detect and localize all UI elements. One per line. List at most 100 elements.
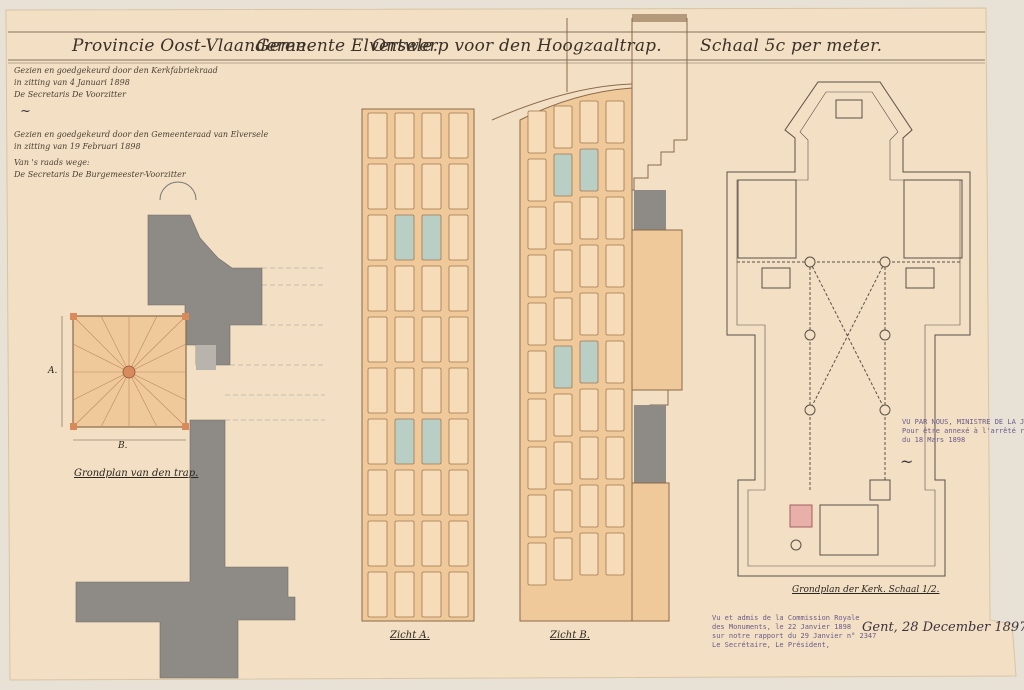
masonry-lower (75, 419, 296, 679)
wood-panel (448, 418, 469, 465)
elevation-a-caption: Zicht A. (390, 630, 430, 641)
wood-panel (579, 484, 599, 528)
wood-panel (448, 571, 469, 618)
wood-panel (448, 367, 469, 414)
wood-panel (394, 112, 415, 159)
wood-panel (605, 292, 625, 336)
stair-plan-drawing (61, 181, 325, 679)
header-province: Provincie Oost-Vlaanderen. (72, 36, 313, 56)
wood-panel (421, 316, 442, 363)
stair-section-drawing (631, 14, 688, 622)
wood-panel (527, 302, 547, 346)
wood-panel (367, 418, 388, 465)
elevation-a-drawing (361, 108, 475, 622)
church-plan-drawing (726, 81, 971, 577)
wood-panel (553, 249, 573, 293)
glass-panel (394, 214, 415, 261)
wood-panel (367, 469, 388, 516)
note-line: Van 's raads wege: (14, 158, 90, 167)
wood-panel (605, 436, 625, 480)
wood-panel (579, 436, 599, 480)
wood-panel (448, 469, 469, 516)
wood-panel (394, 316, 415, 363)
note-line: Gezien en goedgekeurd door den Gemeenter… (14, 130, 269, 139)
wood-panel (605, 532, 625, 576)
ministry-signature: ~ (900, 452, 914, 471)
wood-panel (553, 489, 573, 533)
wood-panel (579, 532, 599, 576)
wood-panel (394, 571, 415, 618)
stamp-line: Le Secrétaire, Le Président, (712, 641, 831, 649)
note-line: in zitting van 19 Februari 1898 (14, 142, 141, 151)
wood-panel (394, 163, 415, 210)
wood-panel (553, 393, 573, 437)
wood-panel (527, 494, 547, 538)
wood-panel (605, 388, 625, 432)
wood-panel (448, 214, 469, 261)
wood-panel (421, 367, 442, 414)
wood-panel (394, 265, 415, 312)
stair-plan-caption: Grondplan van den trap. (74, 468, 199, 479)
elevation-b-drawing (491, 18, 633, 622)
stamp-line: des Monuments, le 22 Janvier 1898 (712, 623, 852, 631)
wood-panel (448, 316, 469, 363)
wood-panel (367, 163, 388, 210)
glass-panel (579, 340, 599, 384)
note-line: De Secretaris De Voorzitter (14, 90, 126, 99)
paper-sheet (5, 7, 1017, 681)
wood-panel (579, 244, 599, 288)
wood-panel (421, 571, 442, 618)
stamp-line: VU PAR NOUS, MINISTRE DE LA JUSTICE (902, 418, 1024, 426)
wood-panel (421, 520, 442, 567)
wood-panel (553, 201, 573, 245)
stamp-line: Pour être annexé à l'arrêté royal (902, 427, 1024, 435)
glass-panel (394, 418, 415, 465)
note-line: in zitting van 4 Januari 1898 (14, 78, 130, 87)
wood-panel (605, 244, 625, 288)
wood-panel (367, 214, 388, 261)
stamp-line: sur notre rapport du 29 Janvier n° 2347 (712, 632, 877, 640)
glass-panel (553, 153, 573, 197)
header-project: Ontwerp voor den Hoogzaaltrap. (372, 36, 662, 56)
wood-panel (527, 206, 547, 250)
wood-panel (394, 367, 415, 414)
wood-panel (553, 537, 573, 581)
date-signature: Gent, 28 December 1897. (862, 620, 1024, 635)
wood-panel (605, 196, 625, 240)
wood-panel (527, 254, 547, 298)
header-scale: Schaal 5c per meter. (700, 36, 883, 56)
wood-panel (367, 112, 388, 159)
elevation-b-caption: Zicht B. (550, 630, 590, 641)
wood-panel (579, 292, 599, 336)
wood-panel (367, 367, 388, 414)
wood-panel (421, 265, 442, 312)
wood-panel (527, 350, 547, 394)
wood-panel (448, 265, 469, 312)
wood-panel (367, 571, 388, 618)
note-line: De Secretaris De Burgemeester-Voorzitter (14, 170, 186, 179)
stamp-line: du 18 Mars 1898 (902, 436, 966, 444)
wood-panel (579, 388, 599, 432)
wood-panel (579, 196, 599, 240)
wood-panel (421, 112, 442, 159)
wood-panel (448, 520, 469, 567)
wood-panel (527, 446, 547, 490)
wood-panel (553, 105, 573, 149)
wood-panel (553, 441, 573, 485)
note-line: Gezien en goedgekeurd door den Kerkfabri… (14, 66, 218, 75)
wood-panel (448, 163, 469, 210)
wood-panel (421, 469, 442, 516)
stair-label-a: A. (48, 366, 58, 376)
wood-panel (605, 340, 625, 384)
wood-panel (367, 316, 388, 363)
stair-label-b: B. (118, 441, 128, 451)
wood-panel (527, 110, 547, 154)
wood-panel (527, 542, 547, 586)
wood-panel (394, 520, 415, 567)
wood-panel (448, 112, 469, 159)
wood-panel (605, 484, 625, 528)
stamp-line: Vu et admis de la Commission Royale (712, 614, 860, 622)
wood-panel (421, 163, 442, 210)
